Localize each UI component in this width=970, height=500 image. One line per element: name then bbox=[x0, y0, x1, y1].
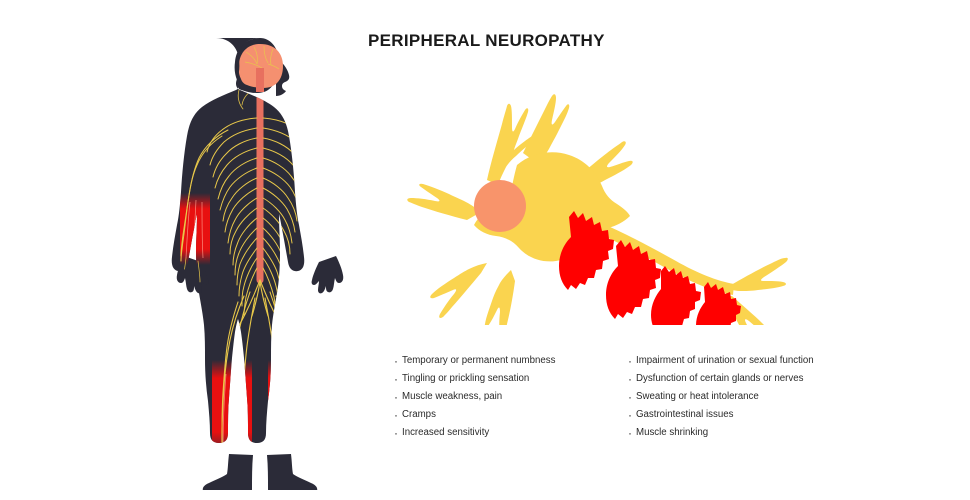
dendrites bbox=[407, 94, 633, 325]
hands bbox=[176, 256, 344, 294]
brainstem bbox=[256, 68, 264, 92]
damaged-neuron-figure bbox=[407, 94, 788, 325]
list-item: Impairment of urination or sexual functi… bbox=[628, 352, 814, 370]
list-item: Tingling or prickling sensation bbox=[394, 370, 555, 388]
list-item: Increased sensitivity bbox=[394, 424, 555, 442]
human-nervous-system-figure bbox=[171, 38, 344, 490]
damaged-myelin-sheath bbox=[559, 211, 741, 325]
feet bbox=[202, 454, 318, 490]
nucleus bbox=[474, 180, 526, 232]
list-item: Gastrointestinal issues bbox=[628, 406, 814, 424]
axon-terminals bbox=[729, 257, 788, 325]
page-title: PERIPHERAL NEUROPATHY bbox=[368, 31, 605, 50]
list-item: Cramps bbox=[394, 406, 555, 424]
list-item: Temporary or permanent numbness bbox=[394, 352, 555, 370]
brain bbox=[238, 44, 283, 88]
body-silhouette bbox=[171, 38, 305, 443]
symptoms-right-column: Impairment of urination or sexual functi… bbox=[628, 352, 814, 442]
list-item: Sweating or heat intolerance bbox=[628, 388, 814, 406]
list-item: Muscle weakness, pain bbox=[394, 388, 555, 406]
symptoms-left-column: Temporary or permanent numbness Tingling… bbox=[394, 352, 555, 442]
list-item: Dysfunction of certain glands or nerves bbox=[628, 370, 814, 388]
list-item: Muscle shrinking bbox=[628, 424, 814, 442]
